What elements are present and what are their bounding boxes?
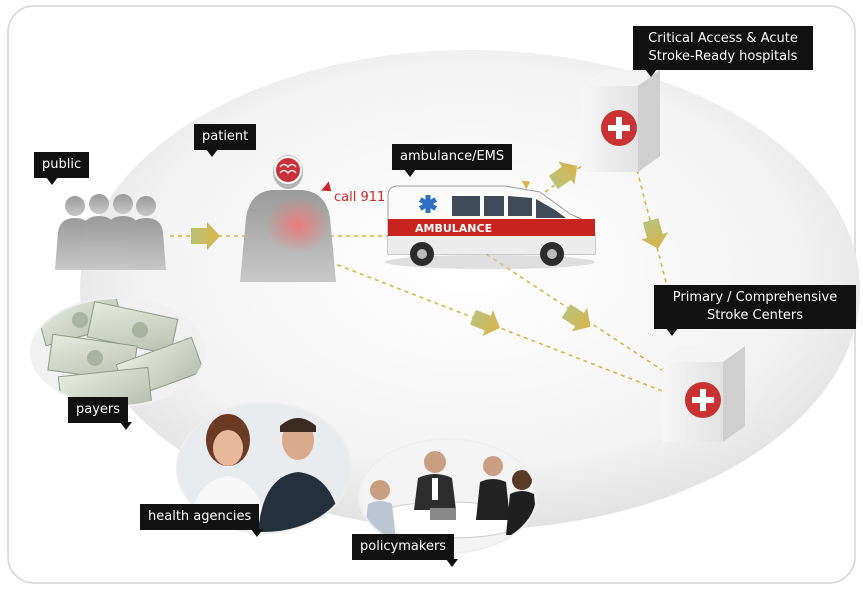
arrow-call-911	[321, 181, 332, 192]
label-policymakers: policymakers	[352, 534, 459, 567]
label-critical-access-line1: Critical Access & Acute	[648, 31, 798, 46]
label-public: public	[34, 152, 90, 185]
label-call-911: call 911	[334, 190, 386, 205]
label-stroke-centers-line1: Primary / Comprehensive	[672, 290, 838, 305]
ambulance-side-text: AMBULANCE	[415, 222, 492, 235]
arrow-critical-center	[641, 218, 669, 249]
flow-arrows	[191, 161, 669, 337]
brain-icon	[274, 156, 302, 184]
label-payers: payers	[68, 397, 133, 430]
label-stroke-centers-line2: Stroke Centers	[706, 308, 804, 323]
hospital-icon	[662, 346, 745, 442]
label-critical-access: Critical Access & Acute Stroke-Ready hos…	[633, 26, 813, 77]
connector-ambulance-stroke-center	[479, 249, 666, 373]
label-critical-access-line2: Stroke-Ready hospitals	[648, 49, 798, 64]
ambulance-icon	[385, 185, 596, 269]
star-of-life-icon	[418, 195, 438, 213]
policymakers-image	[358, 438, 538, 554]
label-patient: patient	[194, 124, 257, 157]
arrow-small	[521, 180, 531, 190]
label-health-agencies: health agencies	[140, 504, 264, 537]
arrow-public-patient	[191, 222, 220, 250]
hospital-icon	[582, 70, 660, 172]
people-group-icon	[55, 194, 166, 270]
label-stroke-centers: Primary / Comprehensive Stroke Centers	[654, 285, 856, 336]
arrow-ambulance-center	[561, 304, 591, 332]
arrow-patient-center	[469, 309, 500, 337]
label-ambulance-ems: ambulance/EMS	[392, 144, 513, 177]
arrow-ambulance-critical	[548, 161, 578, 190]
